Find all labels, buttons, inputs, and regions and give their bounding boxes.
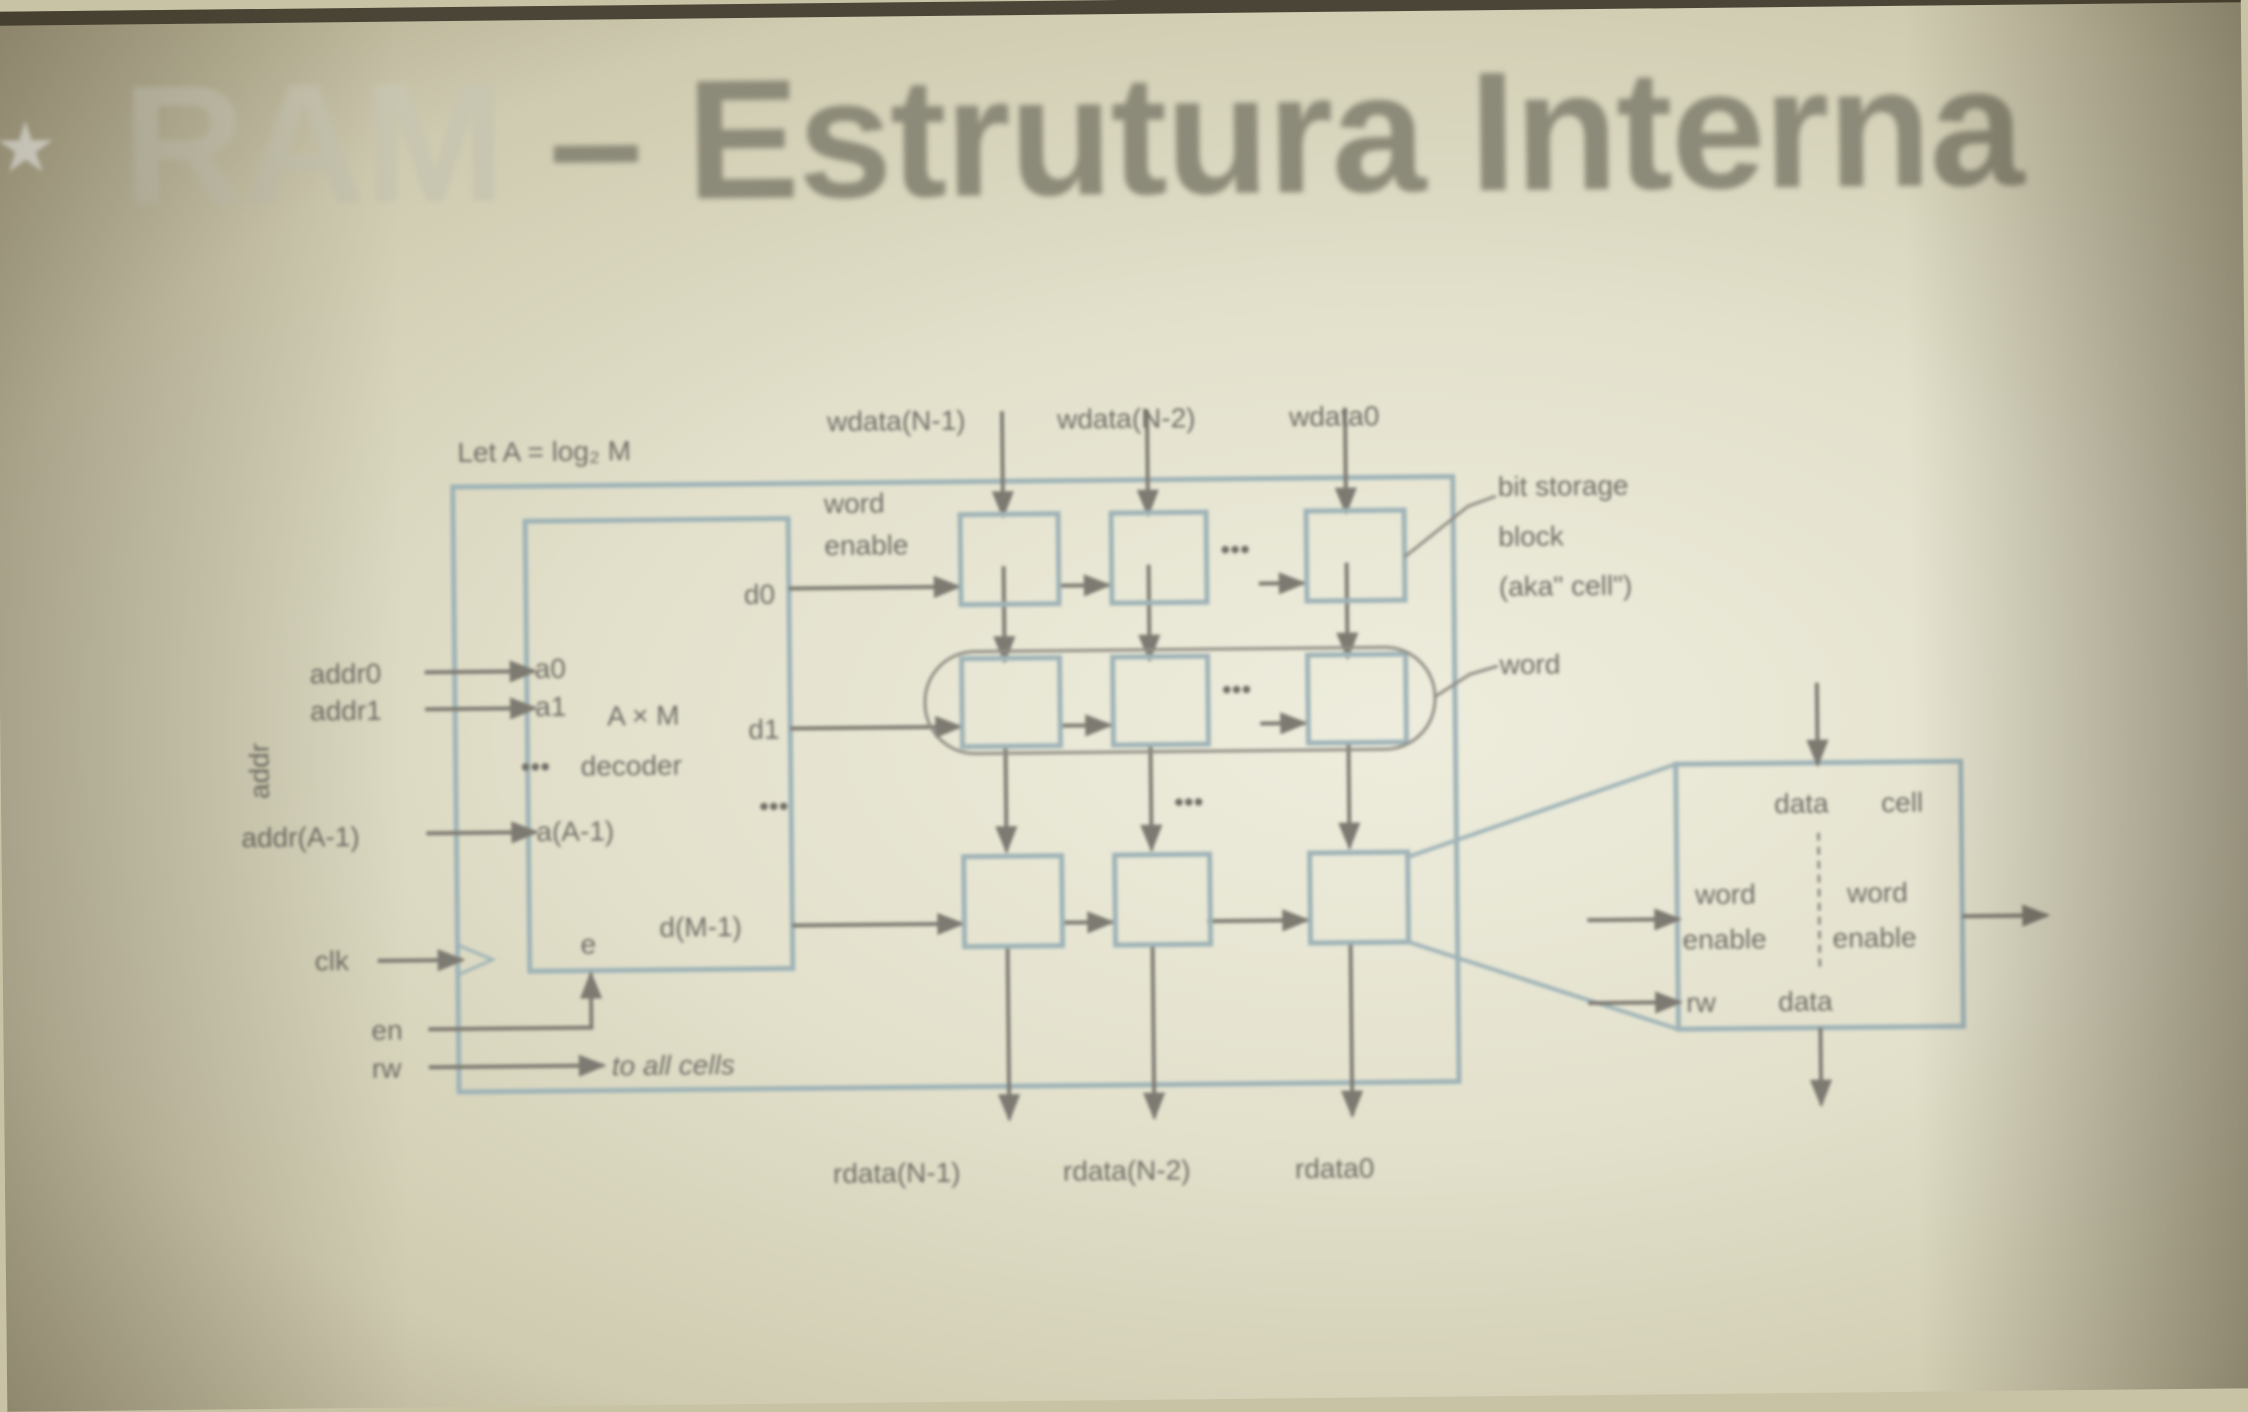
- decoder-input-a1: a1: [535, 691, 566, 722]
- cell-detail-divider: [1818, 833, 1819, 968]
- column-ellipsis: •••: [1174, 786, 1204, 817]
- row-d1-ellipsis: •••: [1222, 674, 1252, 705]
- col-0-rdata-wire: [1351, 943, 1353, 1116]
- clock-triangle: [458, 945, 493, 975]
- clk-label: clk: [315, 945, 351, 976]
- addr1-label: addr1: [310, 695, 382, 727]
- cell-detail-word-right-1: word: [1846, 877, 1908, 909]
- decoder-output-dm1: d(M-1): [659, 911, 742, 943]
- decoder-input-a0: a0: [534, 653, 565, 684]
- cell-detail-word-left-1: word: [1694, 878, 1756, 910]
- col-n1-rdata-wire: [1008, 946, 1010, 1119]
- row-d0-ellipsis: •••: [1220, 534, 1250, 565]
- wdata-n2-label: wdata(N-2): [1056, 402, 1196, 434]
- cell-d1-0: [1308, 654, 1407, 743]
- cell-detail-data-bottom: data: [1778, 986, 1833, 1018]
- let-a-note: Let A = log₂ M: [457, 435, 631, 468]
- wdata-n1-label: wdata(N-1): [826, 405, 966, 437]
- wdata-0-label: wdata0: [1288, 400, 1380, 432]
- addr-aa1-label: addr(A-1): [241, 821, 360, 853]
- decoder-name-line1: A × M: [607, 700, 680, 732]
- en-wire: [428, 974, 592, 1030]
- output-ellipsis: •••: [759, 791, 789, 822]
- zoom-line-top: [1407, 764, 1677, 857]
- cell-dm1-n1: [964, 856, 1063, 947]
- row-dm1-wire: [792, 924, 962, 926]
- en-label: en: [371, 1015, 402, 1046]
- rw-wire: [429, 1065, 604, 1067]
- decoder-output-d1: d1: [748, 714, 779, 745]
- bit-storage-pointer: [1404, 496, 1497, 557]
- cell-detail-data-top: data: [1774, 788, 1829, 820]
- col-n2-low: [1150, 745, 1151, 850]
- cell-dm1-n2: [1115, 854, 1211, 945]
- word-enable-line2: enable: [824, 529, 908, 561]
- cell-word-enable-out-wire: [1962, 915, 2047, 916]
- addr-aa1-wire: [426, 832, 536, 833]
- cell-data-in-wire: [1817, 683, 1818, 765]
- cell-d0-n1: [960, 514, 1059, 605]
- col-n2-rdata-wire: [1153, 945, 1155, 1118]
- word-pointer: [1435, 666, 1498, 697]
- bit-storage-line2: block: [1498, 520, 1565, 552]
- rw-label: rw: [372, 1053, 403, 1084]
- cell-d0-0: [1306, 510, 1405, 601]
- decoder-name-line2: decoder: [581, 750, 683, 782]
- addr-bus-label: addr: [243, 743, 275, 799]
- clk-wire: [378, 960, 463, 961]
- cell-dm1-0: [1310, 852, 1409, 943]
- enable-pin-label: e: [580, 929, 596, 960]
- zoom-line-bottom: [1409, 939, 1679, 1032]
- addr1-wire: [425, 708, 535, 709]
- rdata-n2-label: rdata(N-2): [1063, 1154, 1191, 1186]
- cell-detail-cell-label: cell: [1881, 787, 1923, 818]
- cell-d1-n2: [1113, 656, 1209, 745]
- cell-word-enable-in-wire: [1587, 919, 1679, 920]
- col-n1-wdata-wire: [1002, 411, 1003, 516]
- to-all-cells-label: to all cells: [612, 1049, 735, 1081]
- row-dm1-link1: [1062, 922, 1112, 923]
- decoder-output-d0: d0: [744, 579, 775, 610]
- word-enable-line1: word: [823, 487, 885, 519]
- col-0-low: [1348, 743, 1349, 848]
- cell-data-out-wire: [1820, 1028, 1821, 1105]
- word-outline: [924, 647, 1435, 754]
- col-n1-mid: [1004, 566, 1005, 661]
- col-n1-low: [1005, 746, 1006, 851]
- rdata-0-label: rdata0: [1295, 1152, 1375, 1184]
- bit-storage-line1: bit storage: [1498, 470, 1629, 502]
- decoder-ellipsis: •••: [521, 751, 551, 782]
- addr0-label: addr0: [310, 658, 382, 690]
- rdata-n1-label: rdata(N-1): [833, 1157, 961, 1189]
- decoder-input-aa1: a(A-1): [536, 815, 614, 847]
- bit-storage-line3: (aka" cell"): [1499, 570, 1633, 602]
- col-0-mid: [1347, 563, 1348, 658]
- addr0-wire: [425, 671, 535, 672]
- row-d1-link1: [1060, 725, 1110, 726]
- cell-rw-in-wire: [1588, 1002, 1680, 1003]
- word-callout-label: word: [1498, 648, 1560, 680]
- cell-d1-n1: [962, 658, 1061, 747]
- col-n2-mid: [1149, 565, 1150, 660]
- row-d1-wire: [790, 727, 960, 729]
- row-d0-wire: [789, 587, 959, 589]
- cell-detail-word-left-2: enable: [1682, 923, 1766, 955]
- row-d0-link1: [1059, 585, 1109, 586]
- cell-d0-n2: [1111, 512, 1207, 603]
- cell-detail-rw: rw: [1686, 987, 1717, 1018]
- row-dm1-link2: [1207, 920, 1307, 921]
- cell-detail-word-right-2: enable: [1832, 922, 1916, 954]
